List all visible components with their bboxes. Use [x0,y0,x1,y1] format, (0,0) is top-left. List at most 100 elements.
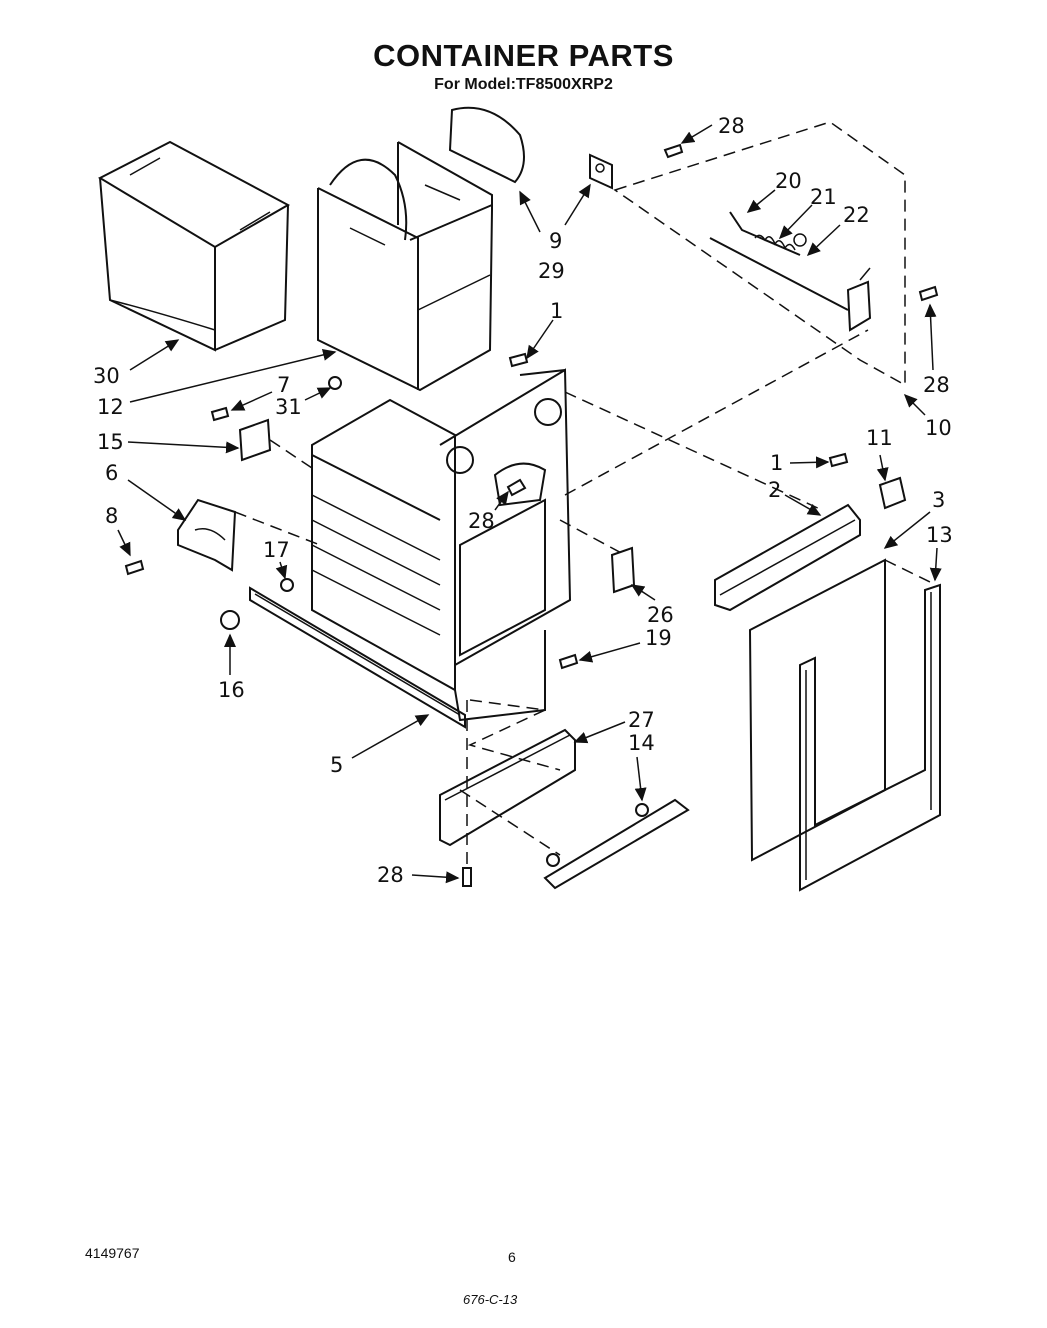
callout-29: 29 [538,259,565,283]
screw-28-center [506,478,527,497]
callout-5: 5 [330,753,343,777]
leader-31 [304,387,332,401]
callout-3: 3 [932,488,945,512]
bumper-31 [328,376,342,390]
callout-21: 21 [810,185,837,209]
callout-10: 10 [925,416,952,440]
callout-17: 17 [263,538,290,562]
screw-7 [210,406,230,422]
leader-22 [806,224,841,257]
leader-19 [578,642,641,663]
leader-28c [494,490,509,511]
door-frame-13-part [799,583,941,892]
callout-7: 7 [277,373,290,397]
handle-trim-2-part [714,503,861,612]
knob-16 [220,610,240,630]
callout-1a: 1 [550,299,563,323]
trash-bag-part [97,140,291,352]
callout-14: 14 [628,731,655,755]
callout-13: 13 [926,523,953,547]
screw-28-bottom [462,867,472,887]
leader-30 [129,339,180,371]
callout-15: 15 [97,430,124,454]
callout-9: 9 [549,229,562,253]
callout-8: 8 [105,504,118,528]
toe-handle-14-part [543,798,690,890]
slide-rail-5-part [249,586,466,729]
hinge-6-part [177,498,237,572]
callout-30: 30 [93,364,120,388]
page-number: 6 [508,1249,516,1265]
leader-14 [634,756,647,802]
bracket-11-part [878,476,907,510]
bracket-26-part [610,546,636,594]
slide-plate-27-part [439,728,576,847]
gasket-part [448,106,525,184]
callout-22: 22 [843,203,870,227]
screw-28-top [663,143,684,159]
screw-28-right [918,285,939,302]
leader-20 [746,189,776,213]
leader-9 [564,183,591,226]
screw-19 [558,653,579,670]
page-title: CONTAINER PARTS [373,38,674,73]
leader-11 [876,454,889,482]
bracket-9-part [589,153,613,190]
leader-15 [127,441,240,454]
callout-2: 2 [768,478,781,502]
leader-5 [351,714,430,759]
leader-dash-6 [234,511,321,546]
leader-dash-27 [467,699,561,771]
callout-28b: 28 [923,373,950,397]
screw-1-right [828,452,849,468]
assembly-outline [613,121,906,387]
leader-2 [784,494,822,516]
leader-10 [903,393,926,416]
screw-8 [124,559,145,576]
container-bin-part [317,141,493,392]
callout-12: 12 [97,395,124,419]
leader-dash-15 [269,439,316,471]
leader-29 [519,190,541,233]
leader-dash-26 [559,519,626,556]
leader-28b [924,303,937,371]
leader-26 [630,584,656,601]
leader-7 [230,391,273,411]
callout-20: 20 [775,169,802,193]
latch-rod-part [709,211,872,332]
callout-28a: 28 [718,114,745,138]
leader-28a [680,124,713,144]
leader-dash-2 [564,391,823,511]
callout-27: 27 [628,708,655,732]
callout-11: 11 [866,426,893,450]
leader-17 [275,561,288,580]
screw-1-frame [508,352,529,368]
leader-27 [573,721,626,744]
callout-1b: 1 [770,451,783,475]
leader-12 [129,349,337,403]
callout-26: 26 [647,603,674,627]
leader-dash-13 [884,559,931,583]
part-number: 4149767 [85,1245,140,1261]
leader-1a [526,319,554,360]
callout-28c: 28 [468,509,495,533]
leader-28d [411,871,460,884]
hinge-15-part [238,418,272,462]
leader-dash-14 [459,789,561,856]
leader-dash-10 [564,329,869,496]
model-subtitle: For Model:TF8500XRP2 [434,76,613,93]
callout-16: 16 [218,678,245,702]
callout-6: 6 [105,461,118,485]
leader-3 [883,511,931,549]
callout-31: 31 [275,395,302,419]
bumper-17 [280,578,294,592]
leader-13 [929,547,942,582]
document-code: 676-C-13 [463,1292,518,1307]
door-panel-3-part [748,558,886,862]
callout-28d: 28 [377,863,404,887]
leader-8 [117,529,131,557]
leader-6 [127,479,187,521]
callout-19: 19 [645,626,672,650]
leader-21 [778,204,813,240]
